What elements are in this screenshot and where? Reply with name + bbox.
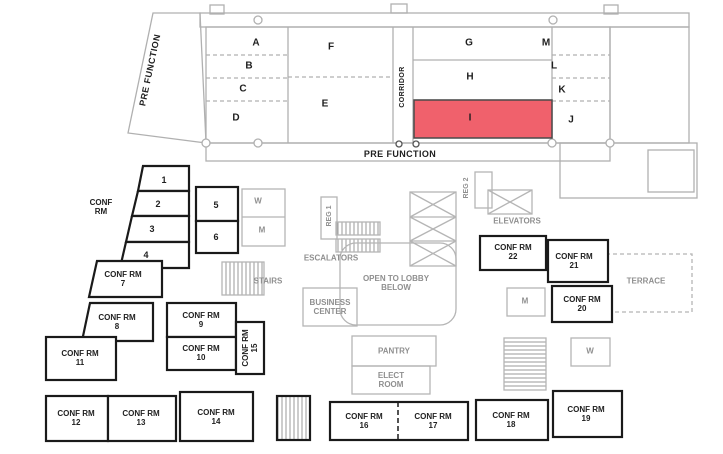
- top-bump-center: [390, 3, 408, 14]
- conf-rm-7-label: CONF RM 7: [104, 269, 142, 288]
- ballroom-section-j: J: [568, 114, 574, 126]
- stairwell-bottom: [275, 394, 312, 442]
- pantry-label: PANTRY: [378, 346, 410, 356]
- conf-rm-14-label: CONF RM 14: [197, 407, 235, 426]
- room-3-label: 3: [149, 223, 155, 234]
- conf-rm-17-label: CONF RM 17: [414, 411, 452, 430]
- ballroom-section-c: C: [239, 83, 247, 95]
- conf-rm-9-area: [165, 301, 238, 339]
- lobby-opening: [339, 242, 457, 326]
- elevator-bank-main: [409, 191, 457, 267]
- room-1-label: 1: [161, 174, 167, 185]
- conf-rm-9-label: CONF RM 9: [182, 310, 220, 329]
- room-3-area: [124, 214, 191, 244]
- conf-rm-8-area: [80, 301, 155, 343]
- conf-rm-21-label: CONF RM 21: [555, 251, 593, 270]
- conf-rm-19-area: [551, 389, 624, 439]
- corridor-label: CORRIDOR: [398, 66, 406, 108]
- room-4-label: 4: [143, 249, 149, 260]
- elect-room-room: [351, 365, 431, 395]
- restroom-w-right: [570, 337, 611, 367]
- conf-rm-13-label: CONF RM 13: [122, 408, 160, 427]
- reg1-desk: [320, 196, 338, 240]
- ballroom-columns: [201, 15, 615, 148]
- top-service-band: [199, 12, 690, 28]
- conf-rm-12-label: CONF RM 12: [57, 408, 95, 427]
- upper-level-walls: [127, 3, 698, 199]
- conf-rm-21-area: [546, 238, 610, 284]
- conf-rm-11-label: CONF RM 11: [61, 348, 99, 367]
- restroom-w-left-label: W: [254, 196, 262, 206]
- ballroom-section-a: A: [252, 37, 260, 49]
- stairs-left: [221, 261, 265, 296]
- ballroom-section-d: D: [232, 112, 240, 124]
- conf-rm-20-area: [550, 284, 614, 324]
- top-bump-left: [209, 4, 225, 15]
- escalators-label: ESCALATORS: [303, 253, 359, 263]
- conf-rm-16-label: CONF RM 16: [345, 411, 383, 430]
- escalator-ramp-2: [335, 238, 381, 253]
- restroom-m-right: [506, 287, 546, 317]
- conf-rm-16-17-area: [328, 400, 470, 442]
- room-6-area: [194, 219, 240, 255]
- room-6-label: 6: [213, 231, 219, 242]
- business-center-label: BUSINESS CENTER: [309, 297, 351, 316]
- conf-rm-19-label: CONF RM 19: [567, 404, 605, 423]
- room-5-label: 5: [213, 199, 219, 210]
- ballroom-section-h: H: [466, 71, 474, 83]
- ballroom-section-g: G: [465, 37, 473, 49]
- conf-rm-22-label: CONF RM 22: [494, 242, 532, 261]
- lower-level-rooms: [44, 164, 624, 443]
- terrace-label: TERRACE: [626, 276, 666, 286]
- conf-rm-10-label: CONF RM 10: [182, 343, 220, 362]
- lower-level-facilities: [221, 171, 693, 395]
- ballroom-section-f: F: [327, 41, 335, 53]
- pre-function-left-area: [127, 12, 207, 144]
- pre-function-bottom-area: [205, 142, 611, 162]
- reg2-desk: [474, 171, 493, 209]
- stairs-label: STAIRS: [253, 276, 283, 286]
- conf-rm-20-label: CONF RM 20: [563, 294, 601, 313]
- escalator-ramp-1: [335, 221, 381, 236]
- conf-rm-18-area: [474, 398, 550, 442]
- conf-rm-11-area: [44, 335, 118, 382]
- reg2-label: REG 2: [462, 177, 470, 199]
- conf-rm-8-label: CONF RM 8: [98, 312, 136, 331]
- ballroom-section-k: K: [558, 84, 566, 96]
- conf-rm-14-area: [178, 390, 255, 443]
- conf-rm-13-area: [106, 394, 178, 443]
- conf-rm-group-label: CONF RM: [89, 197, 113, 216]
- conf-rm-7-area: [87, 259, 164, 299]
- pre-function-bottom-label: PRE FUNCTION: [363, 148, 437, 159]
- ballroom-section-i-highlight[interactable]: [413, 99, 553, 139]
- conf-rm-22-area: [478, 234, 548, 272]
- corridor-columns: [395, 140, 420, 148]
- rear-right-extension: [559, 142, 698, 199]
- conf-rm-10-area: [165, 335, 238, 372]
- ballroom-section-l: L: [550, 60, 558, 72]
- pre-function-right-area: [609, 26, 690, 144]
- conf-rm-15-area: [234, 320, 266, 376]
- restroom-m-left-label: M: [258, 225, 266, 235]
- top-bump-right: [603, 4, 619, 15]
- restroom-w-right-label: W: [586, 346, 594, 356]
- elevators-label: ELEVATORS: [493, 216, 541, 226]
- conf-rm-18-label: CONF RM 18: [492, 410, 530, 429]
- open-lobby-label: OPEN TO LOBBY BELOW: [362, 273, 430, 292]
- business-center-room: [302, 287, 358, 327]
- ballroom-section-e: E: [321, 98, 329, 110]
- restroom-m-right-label: M: [521, 296, 529, 306]
- stairs-right: [503, 337, 547, 391]
- ballroom-section-i[interactable]: I: [468, 112, 472, 124]
- ballroom-section-m: M: [541, 37, 551, 49]
- ballroom-section-b: B: [245, 60, 253, 72]
- room-2-label: 2: [155, 198, 161, 209]
- elect-room-label: ELECT ROOM: [377, 370, 405, 389]
- reg1-label: REG 1: [325, 205, 333, 227]
- elevator-bank-side: [487, 189, 533, 215]
- conf-rm-15-label: CONF RM 15: [240, 329, 259, 367]
- rear-right-room: [647, 149, 695, 193]
